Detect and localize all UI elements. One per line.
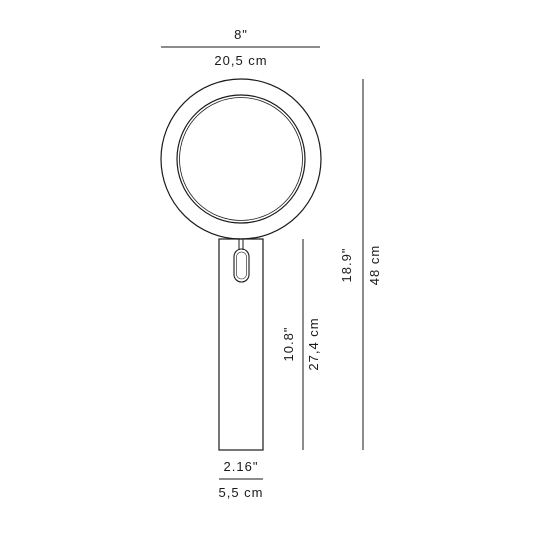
lamp-head-inner-ring-edge [179, 97, 303, 221]
base-width-cm-label: 5,5 cm [218, 485, 263, 500]
width-inches-label: 8" [234, 27, 248, 42]
lamp-connector [238, 239, 244, 250]
total-height-cm-label: 48 cm [367, 245, 382, 285]
width-dimension: 8" 20,5 cm [161, 27, 320, 68]
total-height-dimension: 18.9" 48 cm [339, 79, 382, 450]
lamp-head [160, 78, 322, 240]
lamp-switch [233, 248, 250, 283]
lamp-switch-inner [236, 251, 247, 280]
base-height-inches-label: 10.8" [281, 327, 296, 362]
lamp-base [218, 238, 264, 451]
base-width-dimension: 2.16" 5,5 cm [218, 459, 263, 500]
width-cm-label: 20,5 cm [214, 53, 267, 68]
lamp-head-inner-ring [176, 94, 306, 224]
base-width-inches-label: 2.16" [224, 459, 259, 474]
total-height-inches-label: 18.9" [339, 248, 354, 283]
lamp-base-body [218, 238, 264, 451]
base-height-dimension: 10.8" 27,4 cm [281, 239, 321, 450]
base-height-cm-label: 27,4 cm [306, 317, 321, 370]
lamp-head-outer-ring [160, 78, 322, 240]
